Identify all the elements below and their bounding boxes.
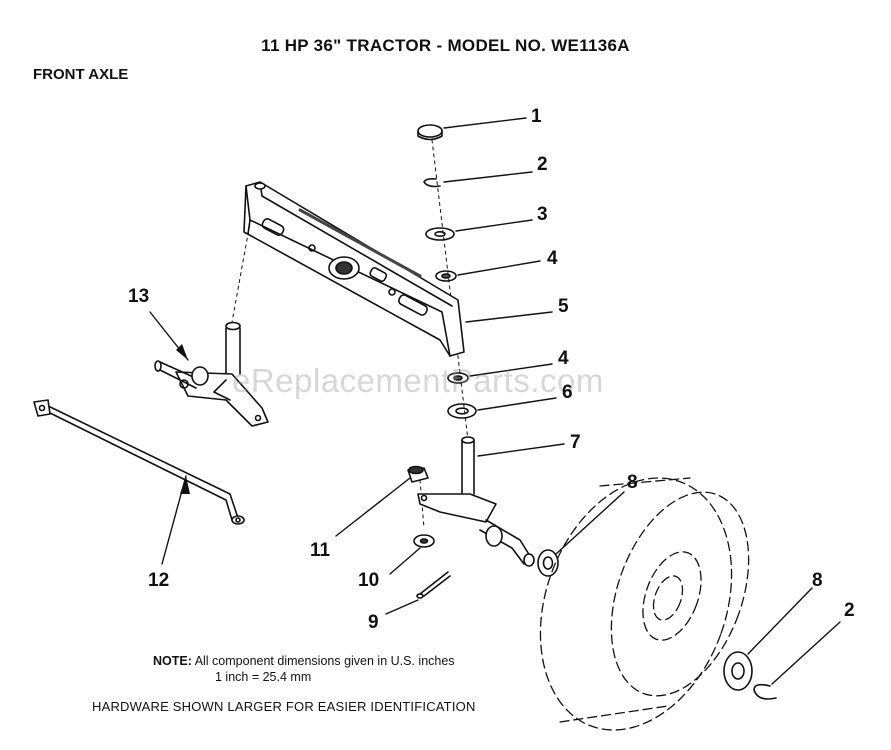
wheel-washer-part <box>537 549 559 577</box>
note-label: NOTE: <box>153 654 192 668</box>
section-heading: FRONT AXLE <box>33 66 129 83</box>
bushing-part-upper <box>435 270 457 282</box>
thrust-washer-part <box>447 403 477 419</box>
callout-label-2-outer: 2 <box>844 600 855 621</box>
callout-label-10: 10 <box>358 570 380 591</box>
drag-link-part <box>33 399 245 525</box>
callout-label-12: 12 <box>148 570 170 591</box>
callout-arrowheads <box>176 344 190 494</box>
bushing-part-lower <box>447 372 469 384</box>
callout-label-1: 1 <box>531 106 542 127</box>
flat-washer-part <box>425 227 455 241</box>
callout-label-13: 13 <box>128 286 150 307</box>
callout-label-11: 11 <box>310 540 331 561</box>
note-text: All component dimensions given in U.S. i… <box>194 654 455 668</box>
e-ring-part-outer <box>753 683 777 700</box>
cotter-pin-part <box>416 571 451 599</box>
callout-label-7: 7 <box>570 432 581 453</box>
watermark: eReplacementParts.com <box>232 362 604 399</box>
callout-label-8: 8 <box>627 472 638 493</box>
axle-beam-part <box>243 181 465 357</box>
page-title: 11 HP 36" TRACTOR - MODEL NO. WE1136A <box>261 36 630 55</box>
hardware-note: HARDWARE SHOWN LARGER FOR EASIER IDENTIF… <box>92 699 476 714</box>
unit-conversion: 1 inch = 25.4 mm <box>215 670 312 684</box>
callout-label-9: 9 <box>368 612 379 633</box>
callout-label-4-lower: 4 <box>558 348 569 369</box>
callout-label-5: 5 <box>558 296 569 317</box>
e-ring-part-top <box>423 178 441 188</box>
outer-wheel-washer-part <box>723 651 753 691</box>
left-spindle-part <box>154 321 269 427</box>
callout-label-2: 2 <box>537 154 548 175</box>
small-washer-part <box>413 534 435 548</box>
front-wheel-outline <box>539 477 750 731</box>
callout-label-4: 4 <box>547 248 558 269</box>
callout-label-6: 6 <box>562 382 573 403</box>
axle-cap-part <box>417 124 443 141</box>
right-spindle-part <box>417 436 535 567</box>
lock-nut-part <box>407 465 429 483</box>
callout-label-8-outer: 8 <box>812 570 823 591</box>
dimension-note: NOTE: All component dimensions given in … <box>153 654 455 668</box>
callout-label-3: 3 <box>537 204 548 225</box>
